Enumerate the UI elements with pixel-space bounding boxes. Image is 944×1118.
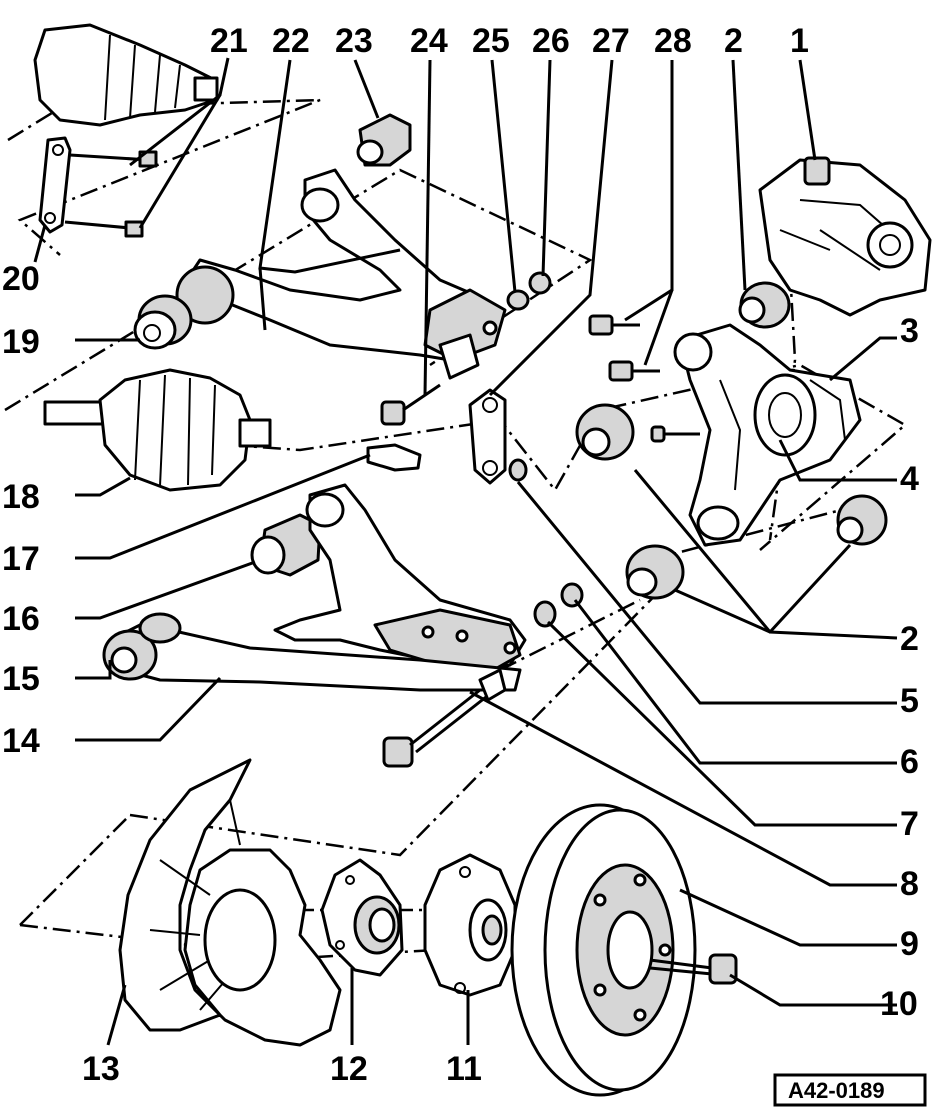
washer-7 [533,600,557,628]
bushing-23 [356,113,412,167]
cv-boot-21 [33,23,219,127]
callout-25: 25 [472,22,510,60]
bushing-16 [250,513,322,577]
brake-caliper [758,156,932,317]
cv-joint-18 [43,368,272,492]
callout-8: 8 [900,865,919,903]
callout-10: 10 [880,985,918,1023]
figure-code: A42-0189 [773,1073,927,1107]
callout-14: 14 [2,722,40,760]
callout-3: 3 [900,312,919,350]
bushing-knuckle-lower [625,544,685,600]
washer-25 [506,289,530,311]
lower-wishbone [273,483,527,674]
callout-28: 28 [654,22,692,60]
track-control-arm [102,612,522,692]
bolt-28 [588,314,700,443]
callout-23: 23 [335,22,373,60]
bolt-17 [366,443,422,472]
callout-12: 12 [330,1050,368,1088]
wheel-bearing-housing [673,323,862,547]
bolt-8 [382,668,507,768]
callout-26: 26 [532,22,570,60]
callout-21: 21 [210,22,248,60]
leader-lines [33,57,898,1046]
plate-20 [38,136,158,238]
callout-16: 16 [2,600,40,638]
callout-15: 15 [2,660,40,698]
bolt-24 [380,333,480,426]
bushing-knuckle-right [836,494,888,546]
callout-4: 4 [900,460,919,498]
figure-code-text: A42-0189 [788,1078,885,1103]
wheel-hub-11 [423,853,517,997]
callout-27: 27 [592,22,630,60]
coupling-link-27 [468,388,528,485]
splash-shield-13 [118,758,342,1047]
nut-6 [560,582,584,608]
callout-5: 5 [900,682,919,720]
callout-6: 6 [900,743,919,781]
bushing-knuckle-center [575,403,635,461]
callout-17: 17 [2,540,40,578]
callout-labels: 21 22 23 24 25 26 27 28 2 1 20 19 18 17 … [2,22,919,1088]
callout-24: 24 [410,22,448,60]
callout-20: 20 [2,260,40,298]
callout-18: 18 [2,478,40,516]
callout-19: 19 [2,323,40,361]
callout-9: 9 [900,925,919,963]
brake-disc-9 [510,803,697,1097]
callout-13: 13 [82,1050,120,1088]
callout-1: 1 [790,22,809,60]
bushing-19 [133,265,235,350]
upper-wishbone [188,168,507,362]
callout-2-right: 2 [900,620,919,658]
wheel-bearing-12 [320,858,404,977]
callout-2-top: 2 [724,22,743,60]
callout-22: 22 [272,22,310,60]
bushing-upper-knuckle [738,281,791,329]
nut-26 [528,271,552,295]
callout-7: 7 [900,805,919,843]
callout-11: 11 [446,1050,482,1088]
